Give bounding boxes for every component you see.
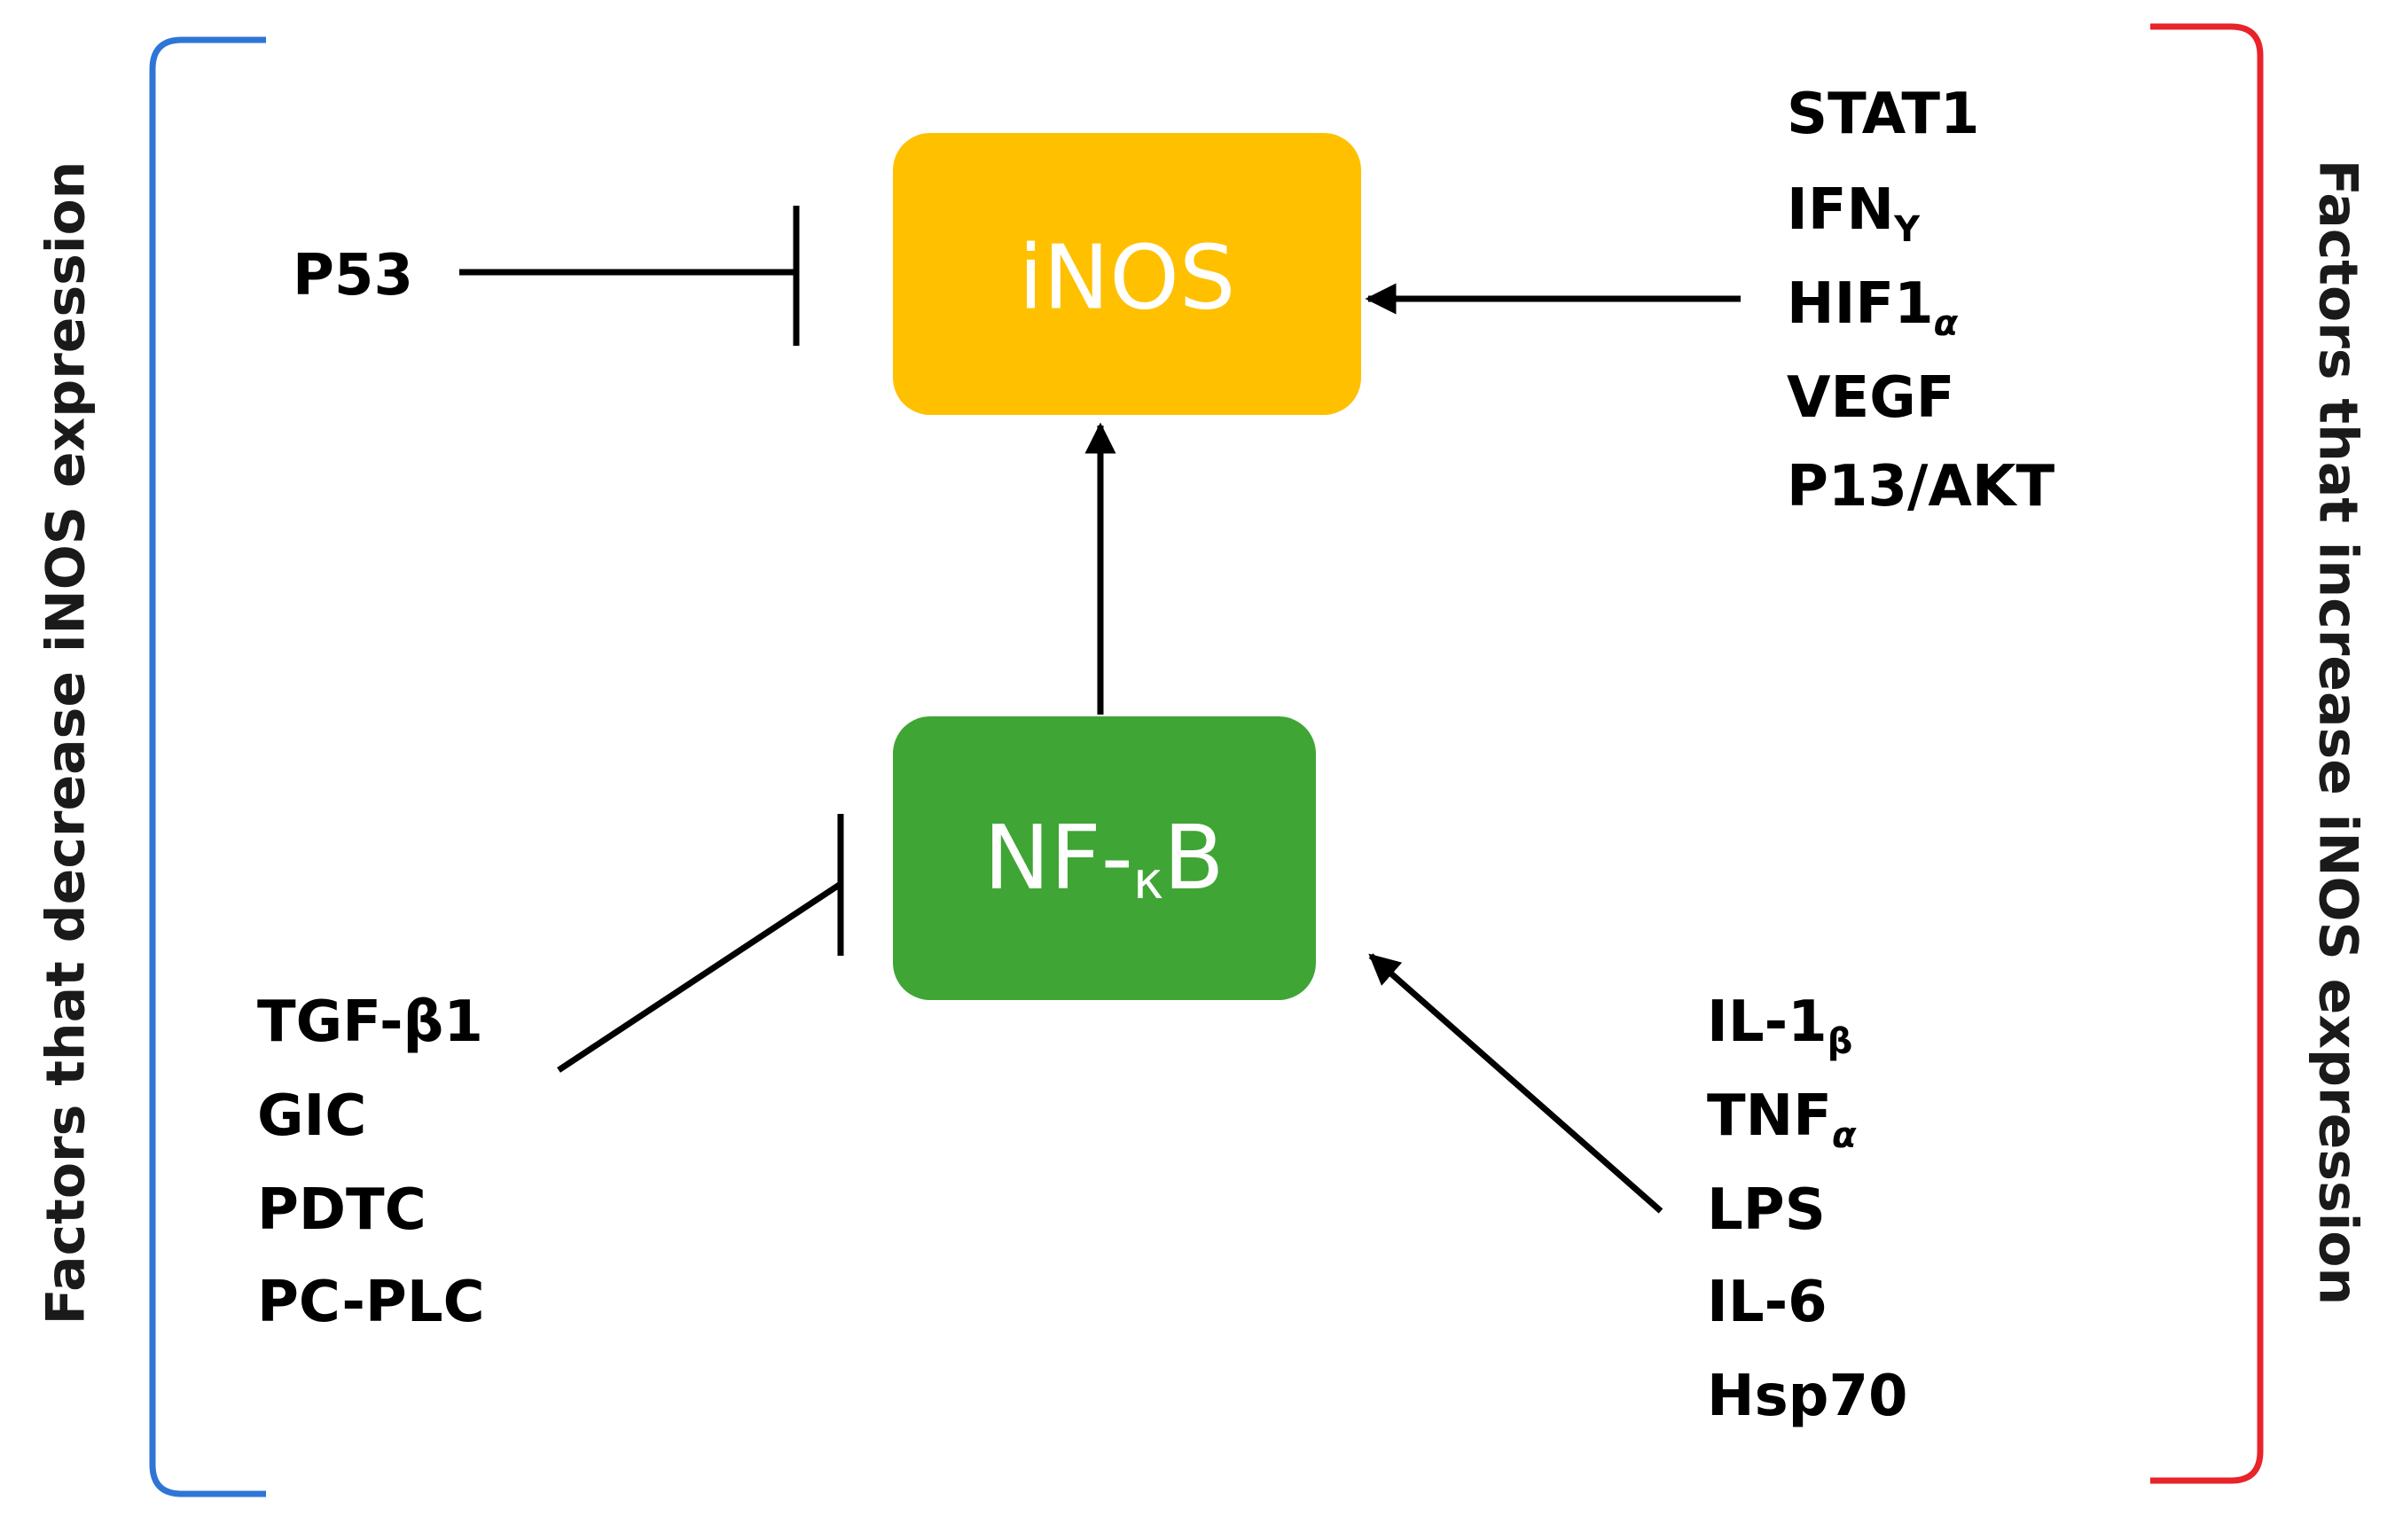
inhibitor-tgfb1: TGF-β1 [257, 989, 483, 1055]
inducer-stat1: STAT1 [1787, 82, 1980, 147]
nfkb-node [893, 716, 1316, 1000]
inos-inducer-list: STAT1 IFNY HIF1α VEGF P13/AKT [1787, 82, 2055, 520]
p53-label: P53 [293, 243, 413, 309]
inducer-ifn: IFNY [1787, 177, 1921, 250]
nfkb-inducer-list: IL-1β TNFα LPS IL-6 Hsp70 [1707, 989, 1908, 1429]
inhibitor-pcplc: PC-PLC [257, 1270, 485, 1335]
inhibitor-gic: GIC [257, 1083, 366, 1149]
inducer-hsp70: Hsp70 [1707, 1364, 1908, 1429]
inos-node [893, 133, 1361, 415]
inducer-hif1: HIF1α [1787, 271, 1959, 344]
nfkb-inducer-arrow [1368, 953, 1663, 1214]
left-side-label: Factors that decrease iNOS expression [35, 161, 98, 1325]
inducer-tnfa: TNFα [1707, 1083, 1857, 1156]
inducer-il1b: IL-1β [1707, 989, 1852, 1062]
inducer-vegf: VEGF [1787, 365, 1955, 431]
nfkb-inhibition-line [557, 881, 842, 1073]
inducer-lps: LPS [1707, 1177, 1826, 1243]
nfkb-label-sub: κ [1133, 850, 1163, 911]
inducer-p13akt: P13/AKT [1787, 454, 2055, 520]
nfkb-label-main: NF- [983, 806, 1132, 910]
inducer-il6: IL-6 [1707, 1270, 1828, 1335]
left-bracket [149, 36, 266, 1497]
right-side-label: Factors that increase iNOS expression [2306, 160, 2368, 1305]
nfkb-inhibitor-list: TGF-β1 GIC PDTC PC-PLC [257, 989, 485, 1335]
inhibitor-pdtc: PDTC [257, 1177, 427, 1243]
nfkb-label: NF-κB [983, 806, 1224, 911]
nfkb-label-tail: B [1163, 806, 1225, 910]
inos-label: iNOS [1019, 225, 1236, 329]
right-bracket [2150, 23, 2264, 1484]
